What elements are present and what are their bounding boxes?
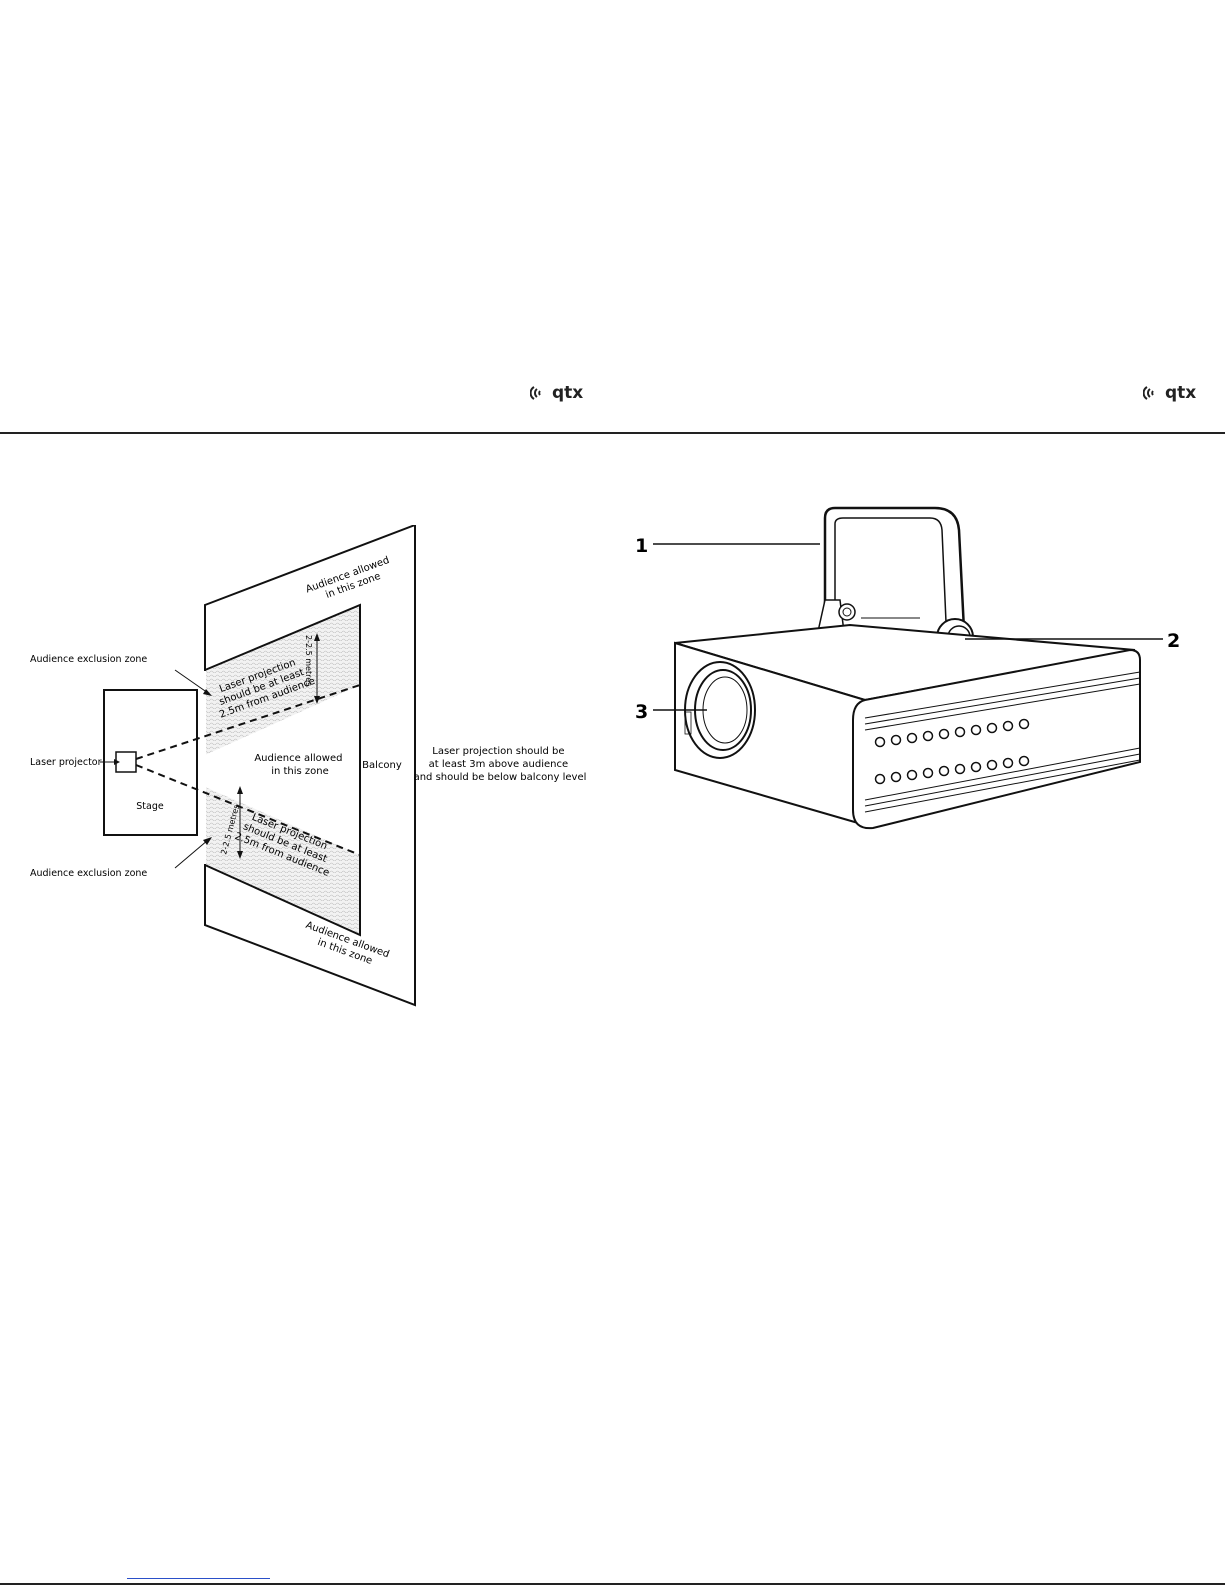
- brand-logo-left: qtx: [530, 383, 583, 403]
- balcony-note: Laser projection should be at least 3m a…: [414, 746, 587, 783]
- beam-upper: [135, 684, 361, 760]
- laser-device-illustration: 1 2 3: [635, 506, 1180, 830]
- callout-3: 3: [635, 701, 648, 723]
- callout-2: 2: [1167, 630, 1180, 652]
- qtx-logo-icon: [1143, 386, 1154, 400]
- housing-front: [852, 648, 1141, 830]
- distance-top-label: 2-2.5 metres: [304, 635, 313, 686]
- brand-logo-right: qtx: [1143, 383, 1196, 403]
- stage-label: Stage: [136, 801, 164, 812]
- footer-link-underline[interactable]: [127, 1578, 270, 1579]
- beam-lower: [135, 764, 361, 856]
- brand-name: qtx: [1165, 383, 1197, 403]
- qtx-logo-icon: [530, 386, 541, 400]
- mounting-bracket: [823, 506, 967, 651]
- balcony-label: Balcony: [362, 760, 402, 771]
- laser-zoning-diagram: Audience allowed in this zone Audience e…: [30, 525, 587, 1007]
- laser-projector-label: Laser projector: [30, 757, 102, 768]
- exclusion-band-bottom: [205, 787, 360, 935]
- exclusion-top-label: Audience exclusion zone: [30, 654, 147, 665]
- led-array: [874, 718, 1030, 785]
- callout-1: 1: [635, 535, 648, 557]
- exclusion-bottom-label: Audience exclusion zone: [30, 868, 147, 879]
- exclusion-band-top: [205, 605, 360, 755]
- footer-rule: [0, 1583, 1225, 1585]
- brand-name: qtx: [552, 383, 584, 403]
- audience-allowed-middle-label: Audience allowed in this zone: [254, 753, 345, 777]
- header-rule: [0, 432, 1225, 434]
